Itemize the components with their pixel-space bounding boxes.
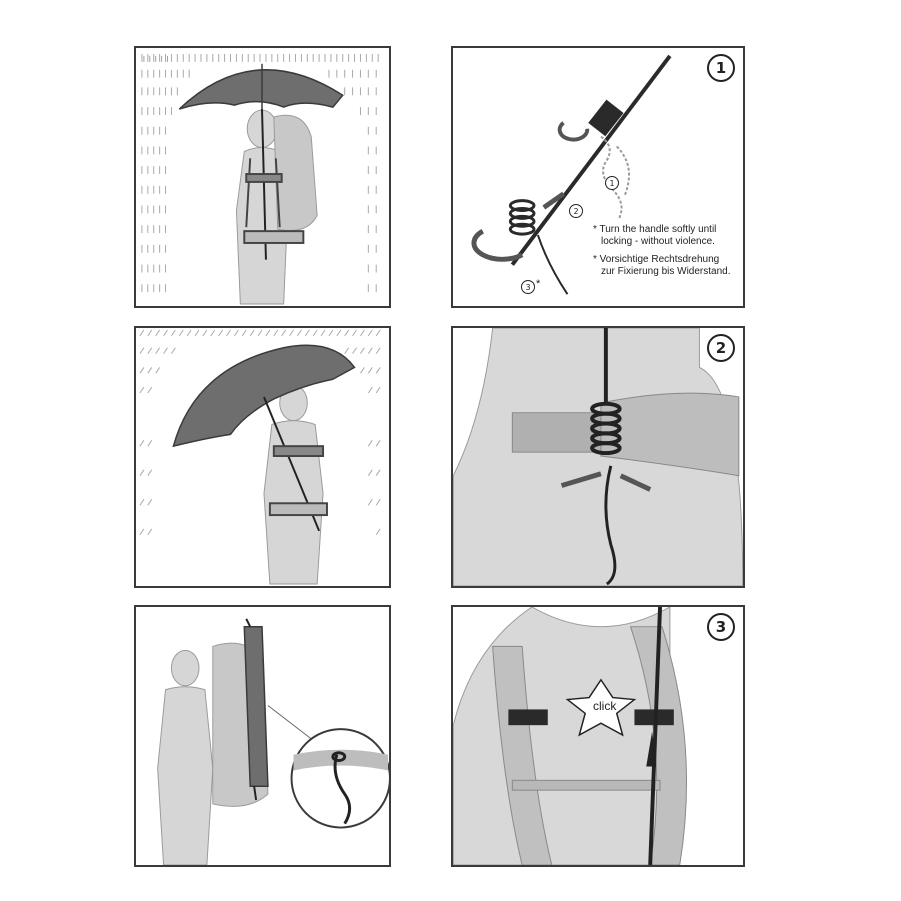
cord-end [604, 465, 617, 586]
harness-straps [243, 158, 305, 244]
substep-number: 2 [569, 204, 583, 218]
step-number-badge: 3 [707, 613, 735, 641]
push-arrow [619, 473, 652, 492]
illustration-handle-twist [471, 54, 672, 295]
note-english: * Turn the handle softly until locking -… [593, 224, 716, 248]
rotate-arrow-top [557, 121, 590, 142]
note-line: zur Fixierung bis Widerstand. [601, 266, 731, 277]
illustration-shaft-clip [453, 607, 687, 865]
illustration-strap-loop [453, 328, 743, 586]
panel-step-3: 3 click [451, 605, 745, 867]
note-line: * Turn the handle softly until [593, 224, 717, 235]
panel-umbrella-stowed [134, 605, 391, 867]
note-german: * Vorsichtige Rechtsdrehung zur Fixierun… [593, 254, 731, 278]
umbrella-canopy [178, 69, 344, 110]
illustration-upright-umbrella [141, 53, 379, 305]
illustration-stowed-umbrella [157, 618, 389, 865]
strap-buckle [511, 412, 602, 453]
cord-loop [600, 135, 623, 220]
handle-clip [646, 731, 657, 767]
inset-detail [290, 728, 389, 829]
substep-number: 1 [605, 176, 619, 190]
step-number-badge: 2 [707, 334, 735, 362]
push-arrow [542, 191, 565, 210]
closed-umbrella [243, 625, 269, 787]
substep-number: 3 [521, 280, 535, 294]
harness-straps [268, 445, 328, 517]
hip-belt [600, 392, 740, 477]
step-number-badge: 1 [707, 54, 735, 82]
cord-coil [590, 401, 622, 456]
hiker-figure [235, 109, 318, 305]
rain-lines [139, 329, 381, 536]
left-strap-band [508, 709, 548, 726]
chest-strap [511, 779, 661, 791]
panel-step-1: 1 1 2 3 * * Turn the handle softly until… [451, 46, 745, 308]
click-label: click [593, 699, 617, 713]
panel-umbrella-upright [134, 46, 391, 308]
substep-3-star: * [536, 278, 541, 290]
hiker-figure [263, 384, 324, 585]
umbrella-shaft [648, 607, 663, 865]
rotate-arrow-bottom [471, 228, 524, 262]
shaft-line [510, 54, 672, 266]
panel-step-2: 2 [451, 326, 745, 588]
panel-umbrella-tilted [134, 326, 391, 588]
push-arrow [560, 471, 602, 488]
illustration-tilted-umbrella [139, 329, 381, 585]
cord-coil [508, 199, 536, 236]
rain-lines [141, 53, 379, 293]
note-line: locking - without violence. [601, 236, 715, 247]
note-line: * Vorsichtige Rechtsdrehung [593, 254, 720, 265]
umbrella-canopy [172, 344, 356, 448]
right-shoulder-strap [629, 626, 687, 865]
backpack-body [453, 328, 743, 586]
cord-end [536, 234, 569, 295]
click-burst-icon [565, 678, 637, 737]
